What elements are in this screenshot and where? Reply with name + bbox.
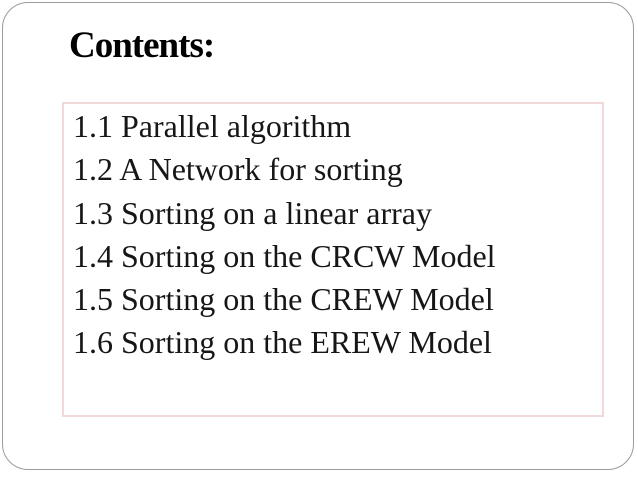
contents-list: 1.1 Parallel algorithm 1.2 A Network for … [64, 104, 602, 365]
slide-title: Contents: [69, 25, 215, 66]
contents-list-item: 1.2 A Network for sorting [73, 151, 403, 188]
slide-border-frame [2, 2, 634, 470]
contents-list-item: 1.5 Sorting on the CREW Model [73, 281, 494, 318]
contents-list-item: 1.6 Sorting on the EREW Model [73, 324, 492, 361]
contents-box: 1.1 Parallel algorithm 1.2 A Network for … [62, 102, 604, 417]
contents-list-item: 1.1 Parallel algorithm [73, 108, 352, 144]
contents-list-item: 1.3 Sorting on a linear array [73, 194, 432, 231]
contents-list-item: 1.4 Sorting on the CRCW Model [73, 237, 496, 274]
